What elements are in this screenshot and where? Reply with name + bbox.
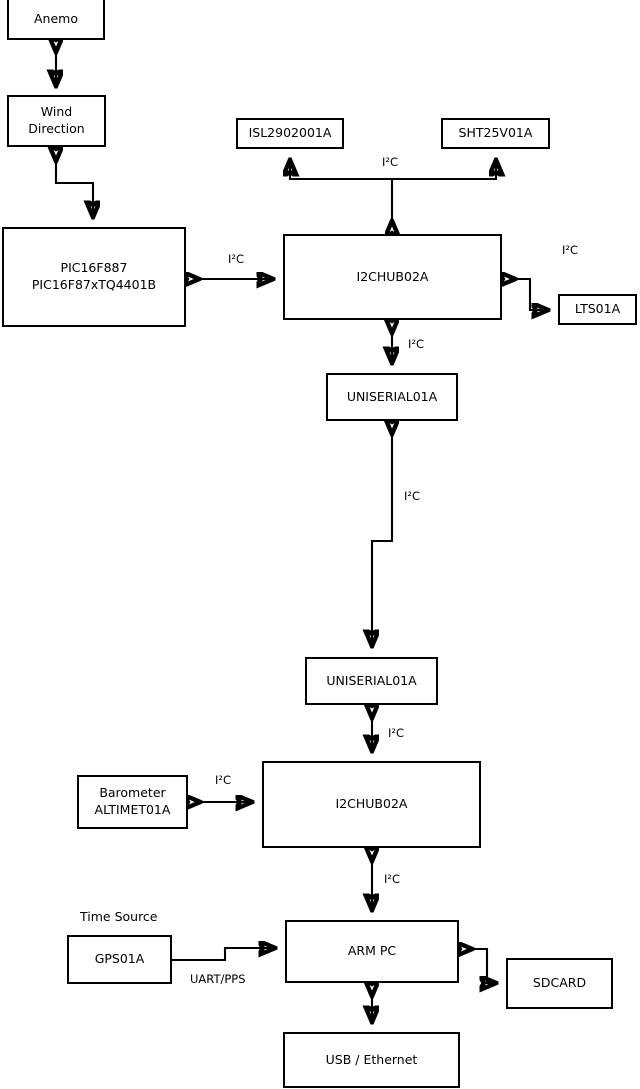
node-i2chub02a-bottom[interactable]: I2CHUB02A [262, 761, 481, 848]
connector-wind-pic [56, 160, 93, 216]
edge-label-i2c-uniserial-link: I²C [404, 489, 421, 503]
node-wind-direction[interactable]: Wind Direction [7, 95, 106, 147]
label-time-source: Time Source [80, 909, 158, 924]
edge-label-i2c-hub-uniserial: I²C [408, 337, 425, 351]
edge-label-i2c-lts: I²C [562, 243, 579, 257]
node-anemo[interactable]: Anemo [7, 0, 105, 40]
edge-label-i2c-pic-hub: I²C [228, 252, 245, 266]
node-uniserial01a-lower[interactable]: UNISERIAL01A [305, 657, 438, 705]
edge-label-i2c-barometer: I²C [215, 773, 232, 787]
connector-hubtop-sensors-bus [290, 161, 496, 222]
node-i2chub02a-top[interactable]: I2CHUB02A [283, 234, 502, 320]
node-pic-microcontroller[interactable]: PIC16F887 PIC16F87xTQ4401B [2, 227, 186, 327]
connector-uniserial1-uniserial2 [372, 433, 392, 645]
connector-gps-armpc [172, 948, 274, 962]
connector-hubtop-lts [514, 279, 547, 310]
node-lts01a[interactable]: LTS01A [558, 294, 637, 325]
node-sdcard[interactable]: SDCARD [506, 958, 613, 1009]
node-gps01a[interactable]: GPS01A [67, 935, 172, 984]
edge-label-i2c-top-bus: I²C [382, 155, 399, 169]
node-sht25v01a[interactable]: SHT25V01A [441, 118, 550, 149]
node-arm-pc[interactable]: ARM PC [285, 920, 459, 983]
connector-armpc-sdcard [471, 949, 495, 983]
node-uniserial01a-upper[interactable]: UNISERIAL01A [326, 373, 458, 421]
edge-label-i2c-uniserial-hub: I²C [388, 726, 405, 740]
node-barometer-altimet01a[interactable]: Barometer ALTIMET01A [77, 775, 188, 829]
edge-label-uart-pps: UART/PPS [190, 972, 246, 986]
edge-label-i2c-hub-armpc: I²C [384, 872, 401, 886]
node-usb-ethernet[interactable]: USB / Ethernet [283, 1032, 460, 1088]
node-isl2902001a[interactable]: ISL2902001A [236, 118, 344, 149]
